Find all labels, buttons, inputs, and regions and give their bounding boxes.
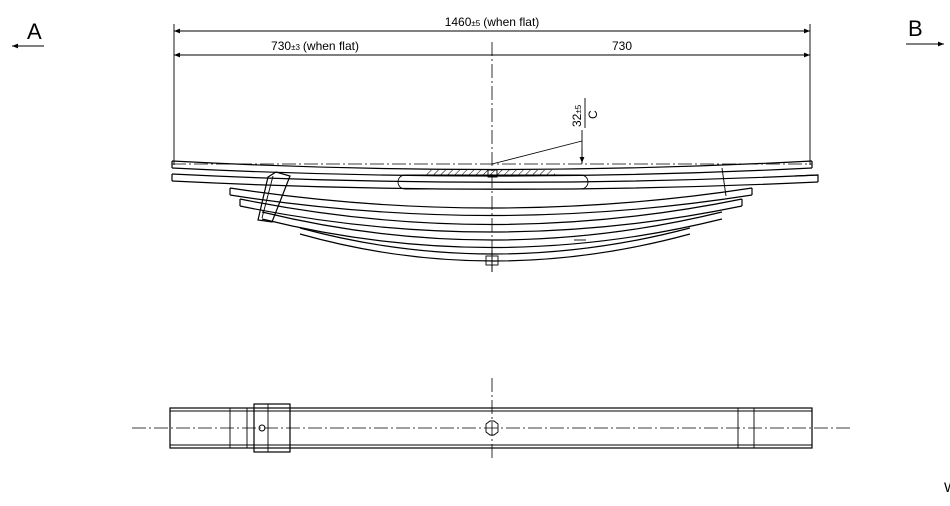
right-clip-mark xyxy=(721,167,727,197)
overall-dimension-text: 1460±5(when flat) xyxy=(445,15,540,29)
camber-dimension: 32±5 C xyxy=(491,98,600,165)
fifth-leaf-bottom xyxy=(261,218,723,249)
bottom-leaf-top xyxy=(299,227,691,255)
center-bolt-head xyxy=(487,169,498,178)
clip-rivet xyxy=(258,424,266,432)
second-leaf-end-right xyxy=(794,174,819,182)
hatched-clamp-area xyxy=(425,170,555,175)
main-leaf-top xyxy=(171,160,813,171)
view-label-b: B xyxy=(906,16,944,47)
second-leaf-top xyxy=(171,173,819,183)
fifth-leaf-top xyxy=(261,211,723,241)
camber-value-text: 32±5 xyxy=(570,104,584,127)
top-view-center-bolt xyxy=(485,420,499,436)
camber-reference-text: C xyxy=(586,110,600,119)
third-leaf-bottom xyxy=(229,194,753,217)
corner-mark: W xyxy=(944,479,950,495)
overall-length-dimension: 1460±5(when flat) xyxy=(173,15,811,165)
top-view-clip xyxy=(253,403,291,453)
third-leaf-top xyxy=(229,187,753,209)
half-length-dimensions: 730±3(when flat) 730 xyxy=(174,39,810,58)
fourth-leaf-bottom xyxy=(239,205,743,233)
view-label-a: A xyxy=(12,19,44,49)
rebound-clip xyxy=(257,171,291,223)
top-view-outline xyxy=(169,407,813,449)
bottom-leaf-bottom xyxy=(299,233,691,262)
rebound-clip-inner xyxy=(261,175,274,219)
top-view xyxy=(132,403,852,453)
view-label-a-text: A xyxy=(27,19,42,44)
view-label-b-text: B xyxy=(908,16,923,41)
main-leaf-bottom xyxy=(171,167,813,177)
camber-leader xyxy=(491,140,583,165)
left-half-dimension-text: 730±3(when flat) xyxy=(271,39,359,53)
side-view xyxy=(171,160,819,272)
fourth-leaf-top xyxy=(239,198,743,226)
right-half-dimension-text: 730 xyxy=(612,39,632,53)
